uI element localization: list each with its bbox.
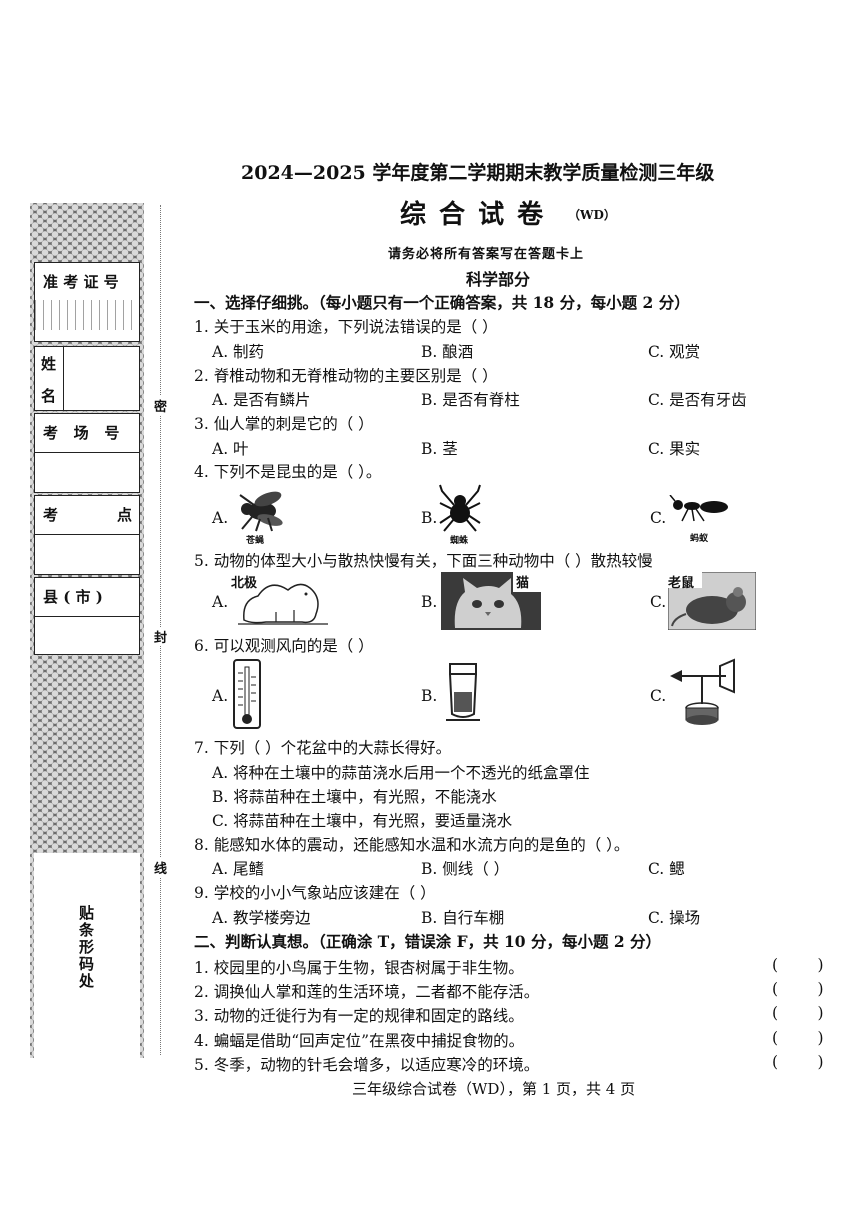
name-label-1: 姓: [41, 355, 57, 373]
exam-subtitle: 综 合 试 卷: [400, 200, 546, 230]
q3-option-b[interactable]: B. 茎: [421, 440, 458, 458]
barcode-label: 贴条形码处: [77, 905, 95, 990]
fly-caption: 苍蝇: [246, 536, 265, 546]
q8-option-b[interactable]: B. 侧线（ ）: [421, 860, 510, 878]
tf-item-2: 2. 调换仙人掌和莲的生活环境，二者都不能存活。: [194, 983, 540, 1001]
q1-option-c[interactable]: C. 观赏: [648, 343, 701, 361]
q1-option-a[interactable]: A. 制药: [212, 343, 265, 361]
q9-option-c[interactable]: C. 操场: [648, 909, 701, 927]
room-line: [35, 452, 139, 453]
q4-option-a[interactable]: A.: [212, 509, 229, 527]
q3-option-c[interactable]: C. 果实: [648, 440, 701, 458]
q7-option-a[interactable]: A. 将种在土壤中的蒜苗浇水后用一个不透光的纸盒罩住: [212, 764, 590, 782]
q8-stem: 8. 能感知水体的震动，还能感知水温和水流方向的是鱼的（ ）。: [194, 836, 630, 854]
q7-option-b[interactable]: B. 将蒜苗种在土壤中，有光照，不能浇水: [212, 788, 497, 806]
tf-answer-3[interactable]: ( ): [772, 1004, 824, 1022]
tf-answer-2[interactable]: ( ): [772, 980, 824, 998]
polar-bear-caption: 北极: [231, 572, 258, 591]
wind-vane-icon: [670, 658, 735, 725]
part2-heading: 二、判断认真想。（正确涂 T，错误涂 F，共 10 分，每小题 2 分）: [194, 932, 662, 951]
page-title: 2024—2025 学年度第二学期期末教学质量检测三年级: [241, 162, 715, 184]
site-label-1: 考: [43, 506, 59, 524]
q9-option-b[interactable]: B. 自行车棚: [421, 909, 505, 927]
cat-image: [441, 572, 541, 630]
tf-item-4: 4. 蝙蝠是借助“回声定位”在黑夜中捕捉食物的。: [194, 1032, 525, 1050]
q9-option-a[interactable]: A. 教学楼旁边: [212, 909, 311, 927]
spider-image: [439, 484, 481, 532]
tf-item-1: 1. 校园里的小鸟属于生物，银杏树属于非生物。: [194, 959, 524, 977]
q6-option-b[interactable]: B.: [421, 687, 438, 705]
tf-item-5: 5. 冬季，动物的针毛会增多，以适应寒冷的环境。: [194, 1056, 540, 1074]
q5-option-b[interactable]: B.: [421, 593, 438, 611]
ant-image: [669, 495, 728, 522]
county-box[interactable]: 县 ( 市 ): [34, 577, 140, 655]
cat-caption: 猫: [516, 576, 530, 591]
q7-option-c[interactable]: C. 将蒜苗种在土壤中，有光照，要适量浇水: [212, 812, 513, 830]
tf-answer-4[interactable]: ( ): [772, 1029, 824, 1047]
tf-item-3: 3. 动物的迁徙行为有一定的规律和固定的路线。: [194, 1007, 524, 1025]
exam-id-box[interactable]: 准 考 证 号: [34, 262, 140, 342]
mouse-image: [668, 572, 756, 630]
fly-image: [239, 491, 283, 532]
room-box[interactable]: 考 场 号: [34, 413, 140, 493]
q3-option-a[interactable]: A. 叶: [212, 440, 249, 458]
site-label-2: 点: [117, 506, 133, 524]
seal-xian: 线: [154, 858, 168, 877]
q2-stem: 2. 脊椎动物和无脊椎动物的主要区别是（ ）: [194, 367, 498, 385]
site-line: [35, 534, 139, 535]
q2-option-b[interactable]: B. 是否有脊柱: [421, 391, 520, 409]
seal-feng: 封: [154, 627, 168, 646]
q5-stem: 5. 动物的体型大小与散热快慢有关，下面三种动物中（ ）散热较慢: [194, 552, 653, 570]
q4-option-c[interactable]: C.: [650, 509, 667, 527]
q7-stem: 7. 下列（ ）个花盆中的大蒜长得好。: [194, 739, 452, 757]
page-footer: 三年级综合试卷（WD），第 1 页，共 4 页: [352, 1080, 636, 1098]
exam-version: （WD）: [568, 208, 616, 222]
rain-gauge-icon: [446, 663, 480, 721]
q6-option-c[interactable]: C.: [650, 687, 667, 705]
mouse-caption: 老鼠: [668, 576, 695, 591]
county-line: [35, 616, 139, 617]
q3-stem: 3. 仙人掌的刺是它的（ ）: [194, 415, 374, 433]
polar-bear-image: [238, 583, 328, 625]
thermometer-icon: [233, 659, 261, 729]
room-label: 考 场 号: [43, 424, 120, 442]
q2-option-a[interactable]: A. 是否有鳞片: [212, 391, 311, 409]
tf-answer-5[interactable]: ( ): [772, 1053, 824, 1071]
instruction: 请务必将所有答案写在答题卡上: [388, 247, 585, 262]
section-title: 科学部分: [466, 270, 531, 289]
q1-option-b[interactable]: B. 酿酒: [421, 343, 474, 361]
q1-stem: 1. 关于玉米的用途，下列说法错误的是（ ）: [194, 318, 498, 336]
q8-option-c[interactable]: C. 鳃: [648, 860, 685, 878]
q2-option-c[interactable]: C. 是否有牙齿: [648, 391, 747, 409]
tf-answer-1[interactable]: ( ): [772, 956, 824, 974]
county-label: 县 ( 市 ): [43, 588, 103, 606]
exam-id-grid: [35, 300, 139, 330]
site-box[interactable]: 考 点: [34, 495, 140, 575]
q5-option-c[interactable]: C.: [650, 593, 667, 611]
name-label-2: 名: [41, 387, 57, 405]
q9-stem: 9. 学校的小小气象站应该建在（ ）: [194, 884, 436, 902]
q4-stem: 4. 下列不是昆虫的是（ ）。: [194, 463, 382, 481]
q5-option-a[interactable]: A.: [212, 593, 229, 611]
name-divider: [63, 347, 64, 410]
q6-stem: 6. 可以观测风向的是（ ）: [194, 637, 374, 655]
name-box[interactable]: 姓 名: [34, 346, 140, 411]
barcode-box: 贴条形码处: [34, 853, 140, 1058]
ant-caption: 蚂蚁: [690, 534, 709, 544]
spider-caption: 蜘蛛: [450, 536, 469, 546]
q4-option-b[interactable]: B.: [421, 509, 438, 527]
part1-heading: 一、选择仔细挑。（每小题只有一个正确答案，共 18 分，每小题 2 分）: [194, 293, 690, 312]
seal-mi: 密: [154, 396, 168, 415]
exam-id-label: 准 考 证 号: [43, 273, 119, 291]
q8-option-a[interactable]: A. 尾鳍: [212, 860, 265, 878]
q6-option-a[interactable]: A.: [212, 687, 229, 705]
